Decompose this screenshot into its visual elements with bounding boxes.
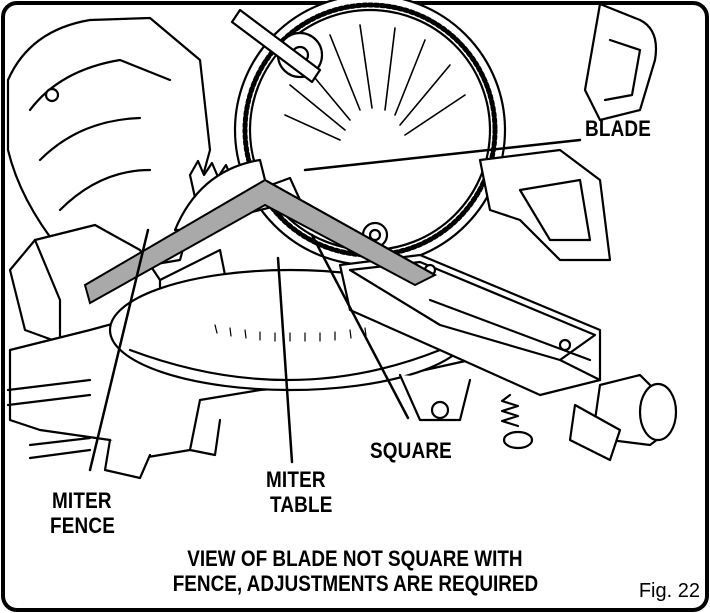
caption-line1: VIEW OF BLADE NOT SQUARE WITH bbox=[187, 546, 523, 571]
leader-square bbox=[310, 233, 410, 420]
label-miter-table-line2: TABLE bbox=[270, 492, 333, 517]
label-square: SQUARE bbox=[370, 438, 452, 463]
caption-line2: FENCE, ADJUSTMENTS ARE REQUIRED bbox=[172, 571, 538, 596]
leader-blade bbox=[303, 138, 582, 172]
label-miter-table-line1: MITER bbox=[266, 467, 326, 492]
figure-number: Fig. 22 bbox=[638, 580, 700, 602]
leader-miter-fence bbox=[88, 228, 150, 472]
leader-lines bbox=[88, 138, 582, 472]
label-miter-fence-line1: MITER bbox=[52, 488, 112, 513]
label-blade: BLADE bbox=[585, 116, 652, 141]
saw-illustration bbox=[6, 0, 678, 480]
leader-miter-table bbox=[276, 256, 294, 464]
extension-arm bbox=[338, 253, 602, 397]
label-miter-fence-line2: FENCE bbox=[50, 513, 115, 538]
